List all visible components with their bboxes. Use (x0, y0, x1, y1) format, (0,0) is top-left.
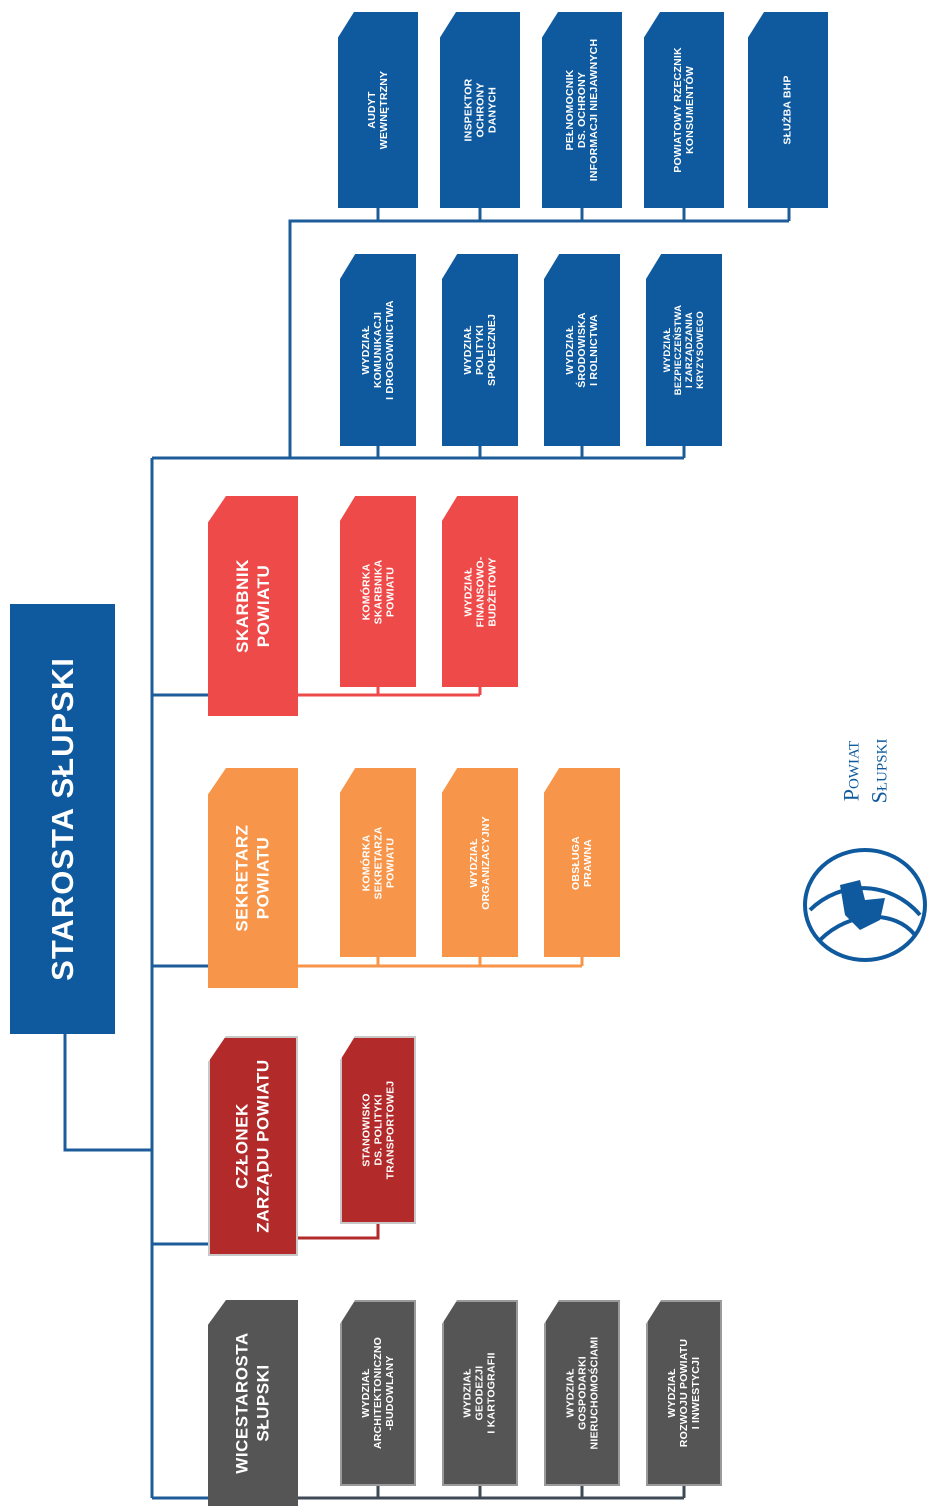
unit-box: WYDZIAŁ ORGANIZACYJNY (442, 768, 518, 957)
unit-label: WYDZIAŁ ARCHITEKTONICZNO -BUDOWLANY (360, 1336, 396, 1450)
unit-label: STANOWISKO DS. POLITYKI TRANSPORTOWEJ (360, 1080, 397, 1180)
unit-box: WYDZIAŁ GEODEZJI I KARTOGRAFII (442, 1300, 518, 1486)
post-label: POWIATOWY RZECZNIK KONSUMENTÓW (672, 47, 697, 173)
post-box: POWIATOWY RZECZNIK KONSUMENTÓW (644, 12, 724, 208)
unit-label: WYDZIAŁ ROZWOJU POWIATU I INWESTYCJI (666, 1338, 703, 1448)
logo-line-1: Powiat (838, 740, 864, 802)
department-label: WYDZIAŁ ŚRODOWISKA I ROLNICTWA (564, 312, 600, 388)
unit-label: WYDZIAŁ FINANSOWO- BUDŻETOWY (461, 556, 498, 627)
department-label: WYDZIAŁ POLITYKI SPOŁECZNEJ (461, 313, 498, 387)
department-box: WYDZIAŁ BEZPIECZEŃSTWA I ZARZĄDZANIA KRY… (646, 254, 722, 446)
head-box-czlonek: CZŁONEK ZARZĄDU POWIATU (208, 1036, 298, 1256)
post-label: PEŁNOMOCNIK DS. OCHRONY INFORMACJI NIEJA… (564, 38, 600, 182)
head-label: CZŁONEK ZARZĄDU POWIATU (233, 1059, 274, 1233)
department-box: WYDZIAŁ POLITYKI SPOŁECZNEJ (442, 254, 518, 446)
head-label: SKARBNIK POWIATU (233, 559, 274, 653)
connector-czlonek-units (296, 1224, 380, 1240)
unit-label: WYDZIAŁ GOSPODARKI NIERUCHOMOŚCIAMI (564, 1336, 600, 1450)
unit-box: STANOWISKO DS. POLITYKI TRANSPORTOWEJ (340, 1036, 416, 1224)
unit-box: OBSŁUGA PRAWNA (544, 768, 620, 957)
unit-label: KOMÓRKA SKARBNIKA POWIATU (360, 559, 396, 624)
unit-box: KOMÓRKA SEKRETARZA POWIATU (340, 768, 416, 957)
head-box-skarbnik: SKARBNIK POWIATU (208, 496, 298, 716)
connector-posts (288, 219, 789, 458)
head-label: SEKRETARZ POWIATU (233, 824, 274, 932)
department-label: WYDZIAŁ KOMUNIKACJI I DROGOWNICTWA (360, 300, 396, 400)
unit-box: WYDZIAŁ FINANSOWO- BUDŻETOWY (442, 496, 518, 687)
unit-label: OBSŁUGA PRAWNA (570, 835, 594, 890)
connector-root (63, 1032, 152, 1152)
post-box: PEŁNOMOCNIK DS. OCHRONY INFORMACJI NIEJA… (542, 12, 622, 208)
root-label: STAROSTA SŁUPSKI (44, 657, 80, 981)
powiat-slupski-emblem-icon (803, 848, 927, 962)
unit-box: WYDZIAŁ GOSPODARKI NIERUCHOMOŚCIAMI (544, 1300, 620, 1486)
unit-label: KOMÓRKA SEKRETARZA POWIATU (359, 826, 396, 899)
post-label: AUDYT WEWNĘTRZNY (365, 70, 390, 150)
department-box: WYDZIAŁ KOMUNIKACJI I DROGOWNICTWA (340, 254, 416, 446)
head-box-sekretarz: SEKRETARZ POWIATU (208, 768, 298, 988)
department-box: WYDZIAŁ ŚRODOWISKA I ROLNICTWA (544, 254, 620, 446)
department-label: WYDZIAŁ BEZPIECZEŃSTWA I ZARZĄDZANIA KRY… (662, 304, 707, 396)
unit-box: KOMÓRKA SKARBNIKA POWIATU (340, 496, 416, 687)
logo-wordmark: Powiat Słupski (838, 718, 905, 828)
post-box: INSPEKTOR OCHRONY DANYCH (440, 12, 520, 208)
logo-line-2: Słupski (866, 738, 892, 804)
post-label: SŁUŻBA BHP (782, 75, 794, 145)
head-label: WICESTAROSTA SŁUPSKI (233, 1332, 273, 1474)
post-box: SŁUŻBA BHP (748, 12, 828, 208)
root-box-starosta: STAROSTA SŁUPSKI (10, 604, 115, 1034)
unit-label: WYDZIAŁ GEODEZJI I KARTOGRAFII (462, 1352, 498, 1434)
post-label: INSPEKTOR OCHRONY DANYCH (462, 78, 498, 142)
post-box: AUDYT WEWNĘTRZNY (338, 12, 418, 208)
unit-label: WYDZIAŁ ORGANIZACYJNY (468, 815, 493, 910)
unit-box: WYDZIAŁ ARCHITEKTONICZNO -BUDOWLANY (340, 1300, 416, 1486)
unit-box: WYDZIAŁ ROZWOJU POWIATU I INWESTYCJI (646, 1300, 722, 1486)
head-box-wicestarosta: WICESTAROSTA SŁUPSKI (208, 1300, 298, 1506)
